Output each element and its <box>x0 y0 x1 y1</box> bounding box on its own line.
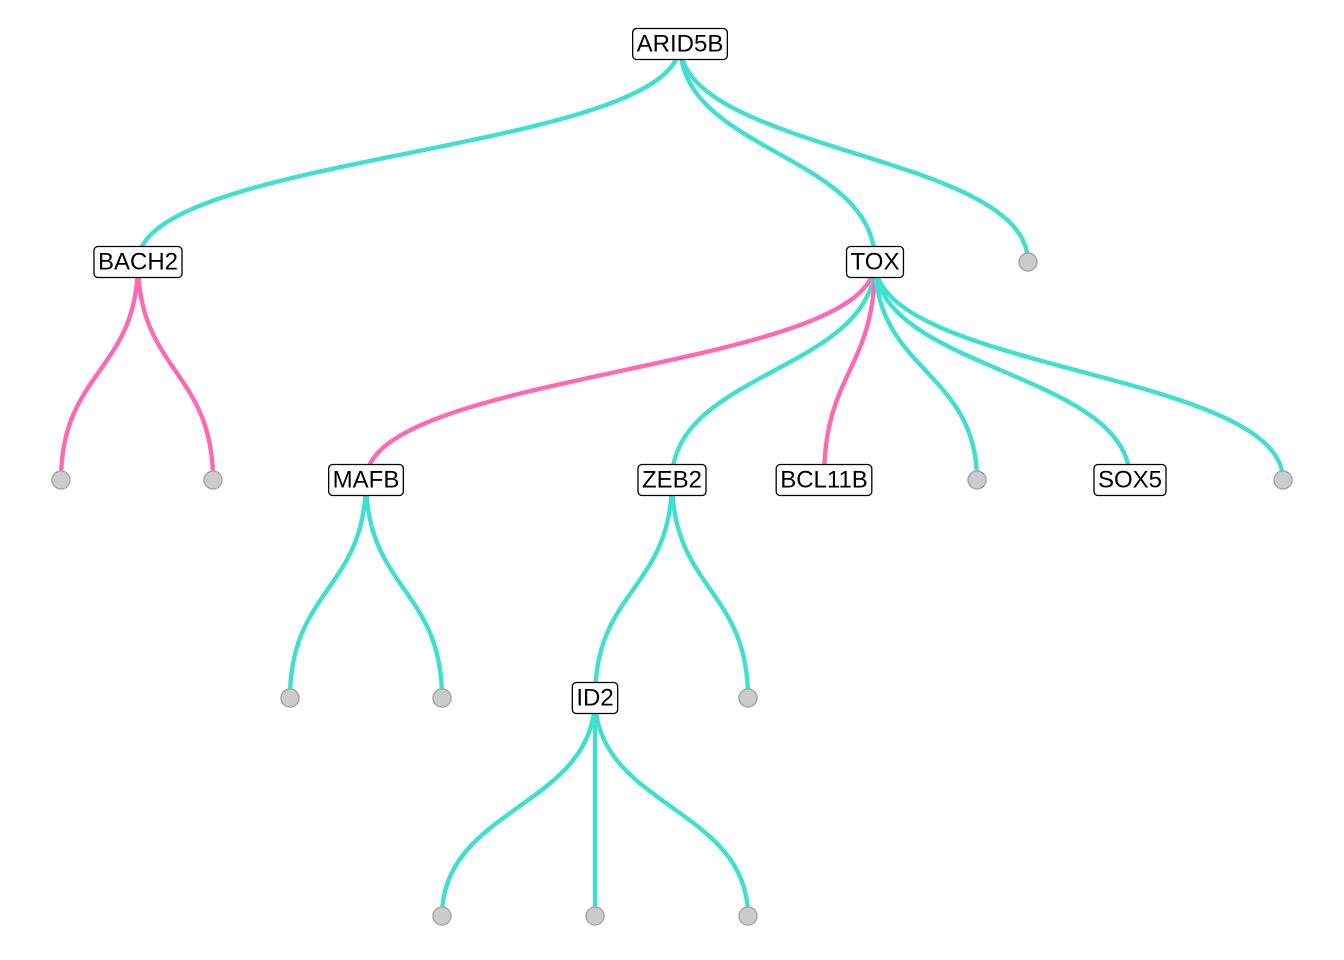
node-arid5b: ARID5B <box>631 27 729 61</box>
node-label: ARID5B <box>637 31 724 58</box>
node-bach2: BACH2 <box>93 245 183 279</box>
edge-arid5b-to-bach2 <box>135 41 683 265</box>
node-label-box <box>93 245 183 279</box>
edge-arid5b-to-tox <box>677 41 878 265</box>
edge-mafb-to-leaf-m1 <box>287 477 369 701</box>
leaf-node-leaf-t1 <box>967 470 987 490</box>
node-label: BCL11B <box>780 467 868 494</box>
edges-layer <box>58 41 1286 919</box>
node-label-box <box>328 463 404 497</box>
node-label: ID2 <box>576 685 613 712</box>
edge-bach2-to-leaf-b2 <box>135 259 216 483</box>
node-dot <box>967 470 987 490</box>
node-label: MAFB <box>333 467 400 494</box>
edge-tox-to-sox5 <box>872 259 1133 483</box>
node-dot <box>738 688 758 708</box>
node-mafb: MAFB <box>328 463 404 497</box>
leaf-node-leaf-b1 <box>51 470 71 490</box>
node-label-box <box>845 245 905 279</box>
node-tox: TOX <box>845 245 905 279</box>
edge-arid5b-to-leaf-a1 <box>677 41 1031 265</box>
edge-zeb2-to-id2 <box>592 477 675 701</box>
edge-id2-to-leaf-i1 <box>439 695 598 919</box>
node-label-box <box>631 27 729 61</box>
node-dot <box>280 688 300 708</box>
leaf-node-leaf-i3 <box>738 906 758 926</box>
edge-tox-to-bcl11b <box>821 259 878 483</box>
leaf-node-leaf-m1 <box>280 688 300 708</box>
leaf-node-leaf-b2 <box>203 470 223 490</box>
edge-tox-to-zeb2 <box>669 259 878 483</box>
node-dot <box>1018 252 1038 272</box>
node-zeb2: ZEB2 <box>637 463 707 497</box>
node-dot <box>738 906 758 926</box>
node-dot <box>1273 470 1293 490</box>
node-label-box <box>775 463 873 497</box>
node-dot <box>51 470 71 490</box>
edge-tox-to-leaf-t1 <box>872 259 980 483</box>
node-label: TOX <box>851 249 900 276</box>
node-bcl11b: BCL11B <box>775 463 873 497</box>
edge-id2-to-leaf-i3 <box>592 695 751 919</box>
node-label-box <box>571 681 619 715</box>
leaf-node-leaf-i2 <box>585 906 605 926</box>
node-label-box <box>637 463 707 497</box>
node-dot <box>432 688 452 708</box>
node-label: BACH2 <box>98 249 178 276</box>
node-label: SOX5 <box>1098 467 1162 494</box>
node-dot <box>203 470 223 490</box>
edge-tox-to-mafb <box>363 259 878 483</box>
edge-zeb2-to-leaf-z1 <box>669 477 751 701</box>
leaf-node-leaf-t2 <box>1273 470 1293 490</box>
edge-bach2-to-leaf-b1 <box>58 259 141 483</box>
leaf-node-leaf-m2 <box>432 688 452 708</box>
node-label: ZEB2 <box>642 467 702 494</box>
node-id2: ID2 <box>571 681 619 715</box>
edge-tox-to-leaf-t2 <box>872 259 1286 483</box>
edge-mafb-to-leaf-m2 <box>363 477 445 701</box>
node-sox5: SOX5 <box>1093 463 1167 497</box>
leaf-node-leaf-z1 <box>738 688 758 708</box>
node-label-box <box>1093 463 1167 497</box>
node-dot <box>585 906 605 926</box>
leaf-node-leaf-i1 <box>432 906 452 926</box>
node-dot <box>432 906 452 926</box>
leaf-node-leaf-a1 <box>1018 252 1038 272</box>
